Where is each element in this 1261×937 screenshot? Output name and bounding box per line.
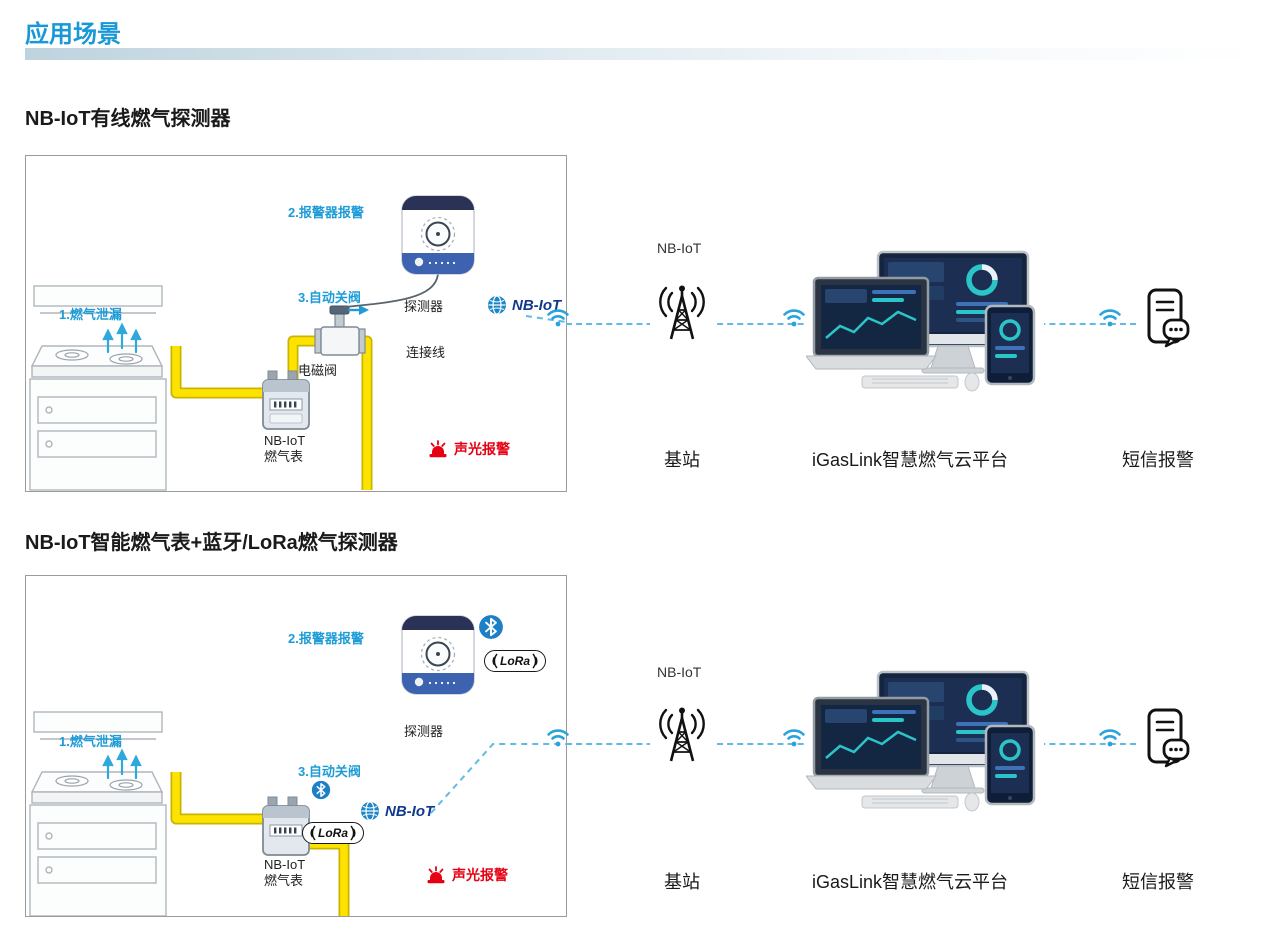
caption-base-station: 基站 xyxy=(664,450,700,470)
sound-light-alarm: 声光报警 xyxy=(426,865,508,885)
bluetooth-icon xyxy=(311,780,331,800)
globe-icon xyxy=(361,801,379,821)
meter-label: NB-IoT 燃气表 xyxy=(264,433,306,465)
section-title-wired: NB-IoT有线燃气探测器 xyxy=(25,108,231,130)
cloud-platform-devices-icon xyxy=(806,670,1044,820)
cable-label: 连接线 xyxy=(406,345,446,360)
gas-leak-arrows-icon xyxy=(102,322,142,354)
nbiot-badge: NB-IoT xyxy=(486,294,561,316)
nbiot-badge-label: NB-IoT xyxy=(512,296,562,314)
solenoid-valve-icon xyxy=(314,305,369,356)
kitchen-scene-illustration xyxy=(29,615,566,916)
wifi-signal-icon xyxy=(783,309,805,327)
dashed-link-line xyxy=(430,743,566,814)
section-title-smart-meter: NB-IoT智能燃气表+蓝牙/LoRa燃气探测器 xyxy=(25,532,398,554)
gas-meter-icon xyxy=(262,370,310,430)
sound-light-alarm: 声光报警 xyxy=(428,439,510,459)
base-station-antenna-icon xyxy=(650,282,714,346)
sound-light-alarm-label: 声光报警 xyxy=(454,441,510,457)
burners-icon xyxy=(55,775,143,791)
burners-icon xyxy=(55,349,143,365)
kitchen-scene-illustration xyxy=(29,195,566,491)
valve-label: 电磁阀 xyxy=(298,363,338,378)
sms-phone-icon xyxy=(1147,708,1190,768)
connection-cable-icon xyxy=(343,273,439,308)
sound-light-alarm-label: 声光报警 xyxy=(452,867,508,883)
meter-label: NB-IoT 燃气表 xyxy=(264,857,306,889)
gas-pipe-icon xyxy=(170,772,350,916)
lora-arcs-icon xyxy=(532,653,538,669)
lora-arcs-icon xyxy=(310,825,316,841)
network-label: NB-IoT xyxy=(657,664,702,680)
lora-arcs-icon xyxy=(350,825,356,841)
siren-icon xyxy=(429,440,447,458)
wifi-signal-icon xyxy=(547,729,569,747)
wifi-signal-icon xyxy=(783,729,805,747)
alarm-step-label: 2.报警器报警 xyxy=(288,631,364,646)
cloud-platform-devices-icon xyxy=(806,250,1044,400)
stove-cabinet-icon xyxy=(29,285,167,491)
leak-step-label: 1.燃气泄漏 xyxy=(59,734,122,749)
valve-step-label: 3.自动关阀 xyxy=(298,290,361,305)
gas-meter-icon xyxy=(262,796,310,856)
base-station-antenna-icon xyxy=(650,704,714,768)
kitchen-diagram-smart: 1.燃气泄漏 2.报警器报警 3.自动关阀 探测器 NB-IoT 燃气表 声光报… xyxy=(25,575,567,917)
sms-phone-icon xyxy=(1147,288,1190,348)
lora-badge-label: LoRa xyxy=(318,826,348,840)
network-label: NB-IoT xyxy=(657,240,702,256)
gas-leak-arrows-icon xyxy=(102,748,142,780)
siren-icon xyxy=(427,866,445,884)
caption-cloud-platform: iGasLink智慧燃气云平台 xyxy=(812,450,1009,470)
valve-step-label: 3.自动关阀 xyxy=(298,764,361,779)
dashed-link-line xyxy=(525,315,566,323)
wifi-signal-icon xyxy=(1099,729,1121,747)
lora-badge: LoRa xyxy=(484,650,546,672)
lora-badge-label: LoRa xyxy=(500,654,530,668)
alarm-step-label: 2.报警器报警 xyxy=(288,205,364,220)
caption-base-station: 基站 xyxy=(664,872,700,892)
detector-device-icon xyxy=(401,615,475,695)
nbiot-badge: NB-IoT xyxy=(359,800,434,822)
bluetooth-icon xyxy=(479,615,503,639)
nbiot-badge-label: NB-IoT xyxy=(385,802,435,820)
lora-badge: LoRa xyxy=(302,822,364,844)
detector-label: 探测器 xyxy=(404,299,444,314)
lora-arcs-icon xyxy=(492,653,498,669)
caption-cloud-platform: iGasLink智慧燃气云平台 xyxy=(812,872,1009,892)
header-gradient-bar xyxy=(25,48,1261,60)
wifi-signal-icon xyxy=(547,309,569,327)
detector-device-icon xyxy=(401,195,475,275)
globe-icon xyxy=(488,295,506,315)
wifi-signal-icon xyxy=(1099,309,1121,327)
page-title: 应用场景 xyxy=(25,21,121,48)
leak-step-label: 1.燃气泄漏 xyxy=(59,307,122,322)
caption-sms-alarm: 短信报警 xyxy=(1122,872,1194,892)
detector-label: 探测器 xyxy=(404,724,444,739)
caption-sms-alarm: 短信报警 xyxy=(1122,450,1194,470)
kitchen-diagram-wired: 1.燃气泄漏 2.报警器报警 3.自动关阀 探测器 连接线 电磁阀 NB-IoT… xyxy=(25,155,567,492)
